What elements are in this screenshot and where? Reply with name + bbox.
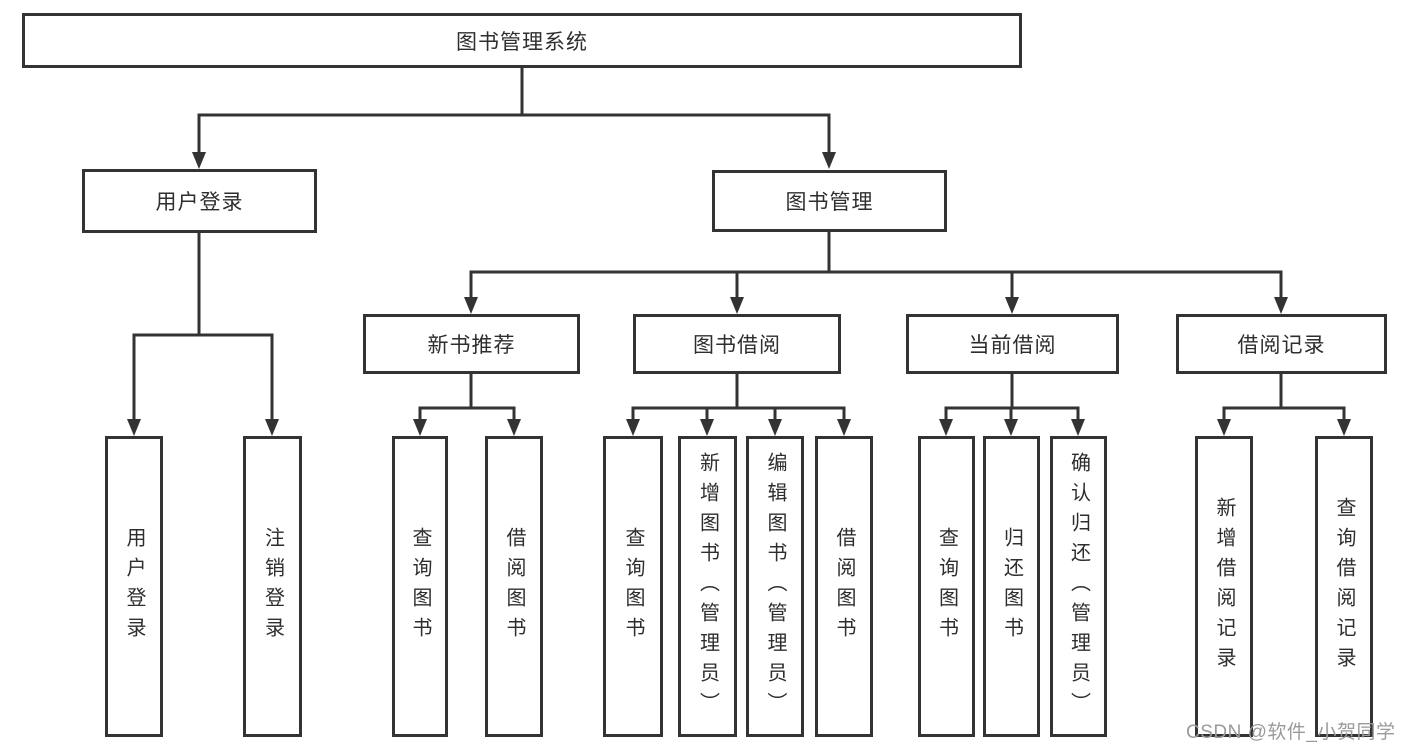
connector-new-book-recommend-to-leaves [418,373,516,422]
connector-book-management-to-level3 [469,232,1283,299]
node-root-system: 图书管理系统 [22,13,1022,68]
leaf-add-borrow-record: 新增借阅记录 [1195,436,1253,737]
connector-user-login-to-leaves [132,233,274,421]
node-book-borrow: 图书借阅 [633,314,841,374]
leaf-add-book-admin: 新增图书（管理员） [678,436,737,737]
node-new-book-recommend: 新书推荐 [363,314,580,374]
node-current-borrow: 当前借阅 [906,314,1119,374]
leaf-user-login: 用户登录 [105,436,163,737]
leaf-edit-book-admin: 编辑图书（管理员） [746,436,804,737]
connector-root-to-level2 [197,68,831,155]
arrowheads [127,152,1351,436]
leaf-query-books-current: 查询图书 [918,436,975,737]
node-book-management: 图书管理 [712,170,947,232]
connector-borrow-records-to-leaves [1222,373,1346,422]
csdn-watermark: CSDN @软件_小贺同学 [1186,722,1396,743]
leaf-borrow-books: 借阅图书 [815,436,873,737]
leaf-query-books-recommend: 查询图书 [392,436,448,737]
leaf-borrow-books-recommend: 借阅图书 [485,436,543,737]
connector-current-borrow-to-leaves [944,373,1080,422]
node-user-login: 用户登录 [82,169,317,233]
connector-book-borrow-to-leaves [631,373,846,422]
leaf-query-books-borrow: 查询图书 [603,436,663,737]
node-borrow-records: 借阅记录 [1176,314,1387,374]
leaf-query-borrow-record: 查询借阅记录 [1315,436,1373,737]
leaf-return-book: 归还图书 [983,436,1040,737]
leaf-logout: 注销登录 [243,436,302,737]
leaf-confirm-return-admin: 确认归还（管理员） [1050,436,1107,737]
